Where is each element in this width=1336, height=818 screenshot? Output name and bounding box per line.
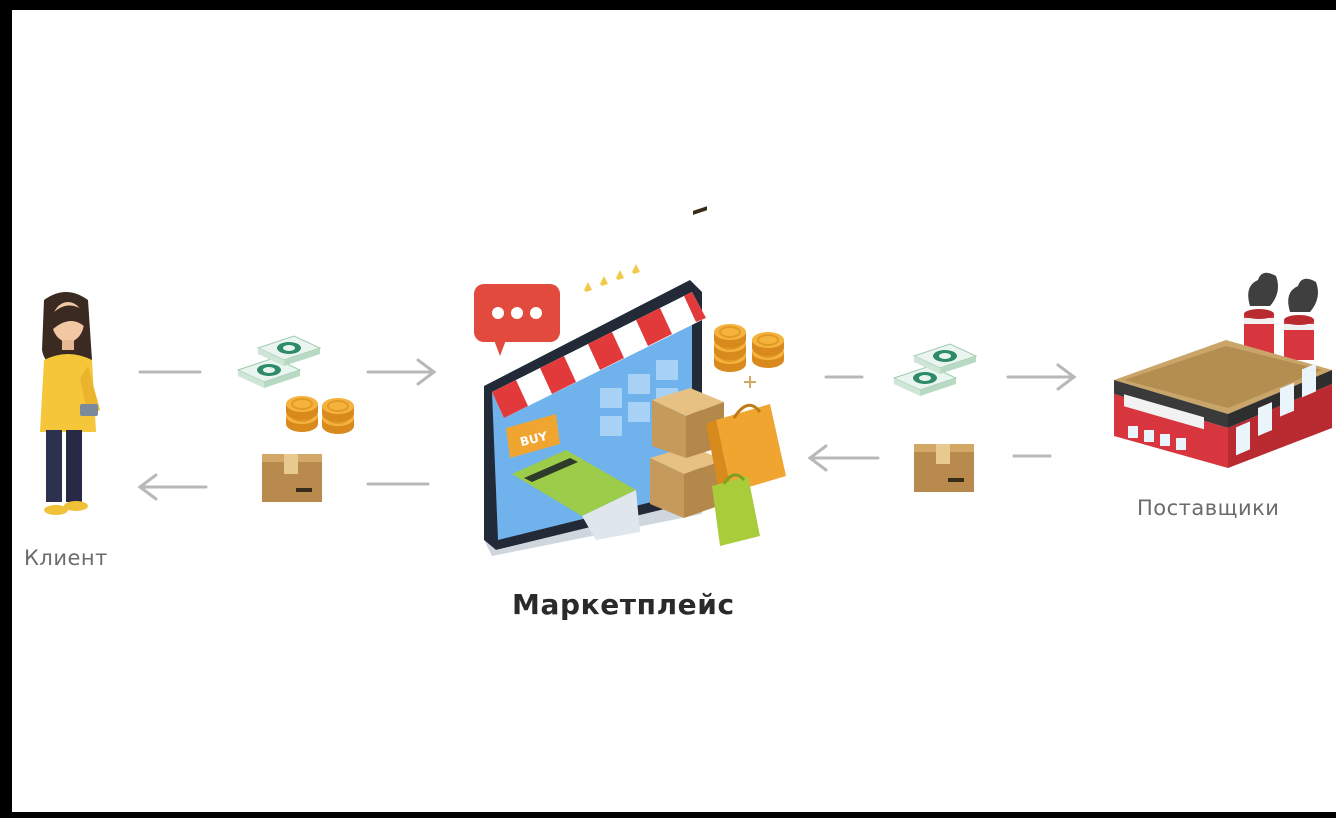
arrow-suppliers-to-market — [807, 444, 1052, 472]
plus-icon — [744, 376, 756, 388]
credit-card-icon — [512, 450, 640, 540]
buy-button-icon: BUY — [506, 414, 560, 458]
rating-stars-icon — [584, 264, 640, 292]
marketplace-label: Маркетплейс — [512, 588, 735, 621]
client-woman-icon — [40, 292, 100, 515]
client-parcel-icon — [262, 454, 322, 502]
supplier-money-icon — [893, 343, 977, 397]
client-money-icon — [237, 335, 321, 389]
chat-bubble-icon — [474, 284, 560, 356]
market-coins-icon — [713, 323, 785, 373]
client-coins-icon — [285, 395, 355, 435]
suppliers-factory-icon — [1114, 272, 1332, 468]
shopping-bags-icon — [706, 403, 786, 546]
svg-text:BUY: BUY — [519, 429, 549, 449]
arrow-market-to-suppliers — [824, 363, 1077, 391]
cardboard-boxes-icon — [650, 206, 724, 518]
arrow-client-to-market — [138, 358, 437, 386]
suppliers-label: Поставщики — [1137, 496, 1280, 520]
marketplace-store-icon: BUY — [474, 206, 786, 556]
store-awning-icon — [492, 292, 706, 418]
arrow-market-to-client — [137, 473, 430, 501]
client-label: Клиент — [24, 546, 108, 570]
supplier-parcel-icon — [914, 444, 974, 492]
